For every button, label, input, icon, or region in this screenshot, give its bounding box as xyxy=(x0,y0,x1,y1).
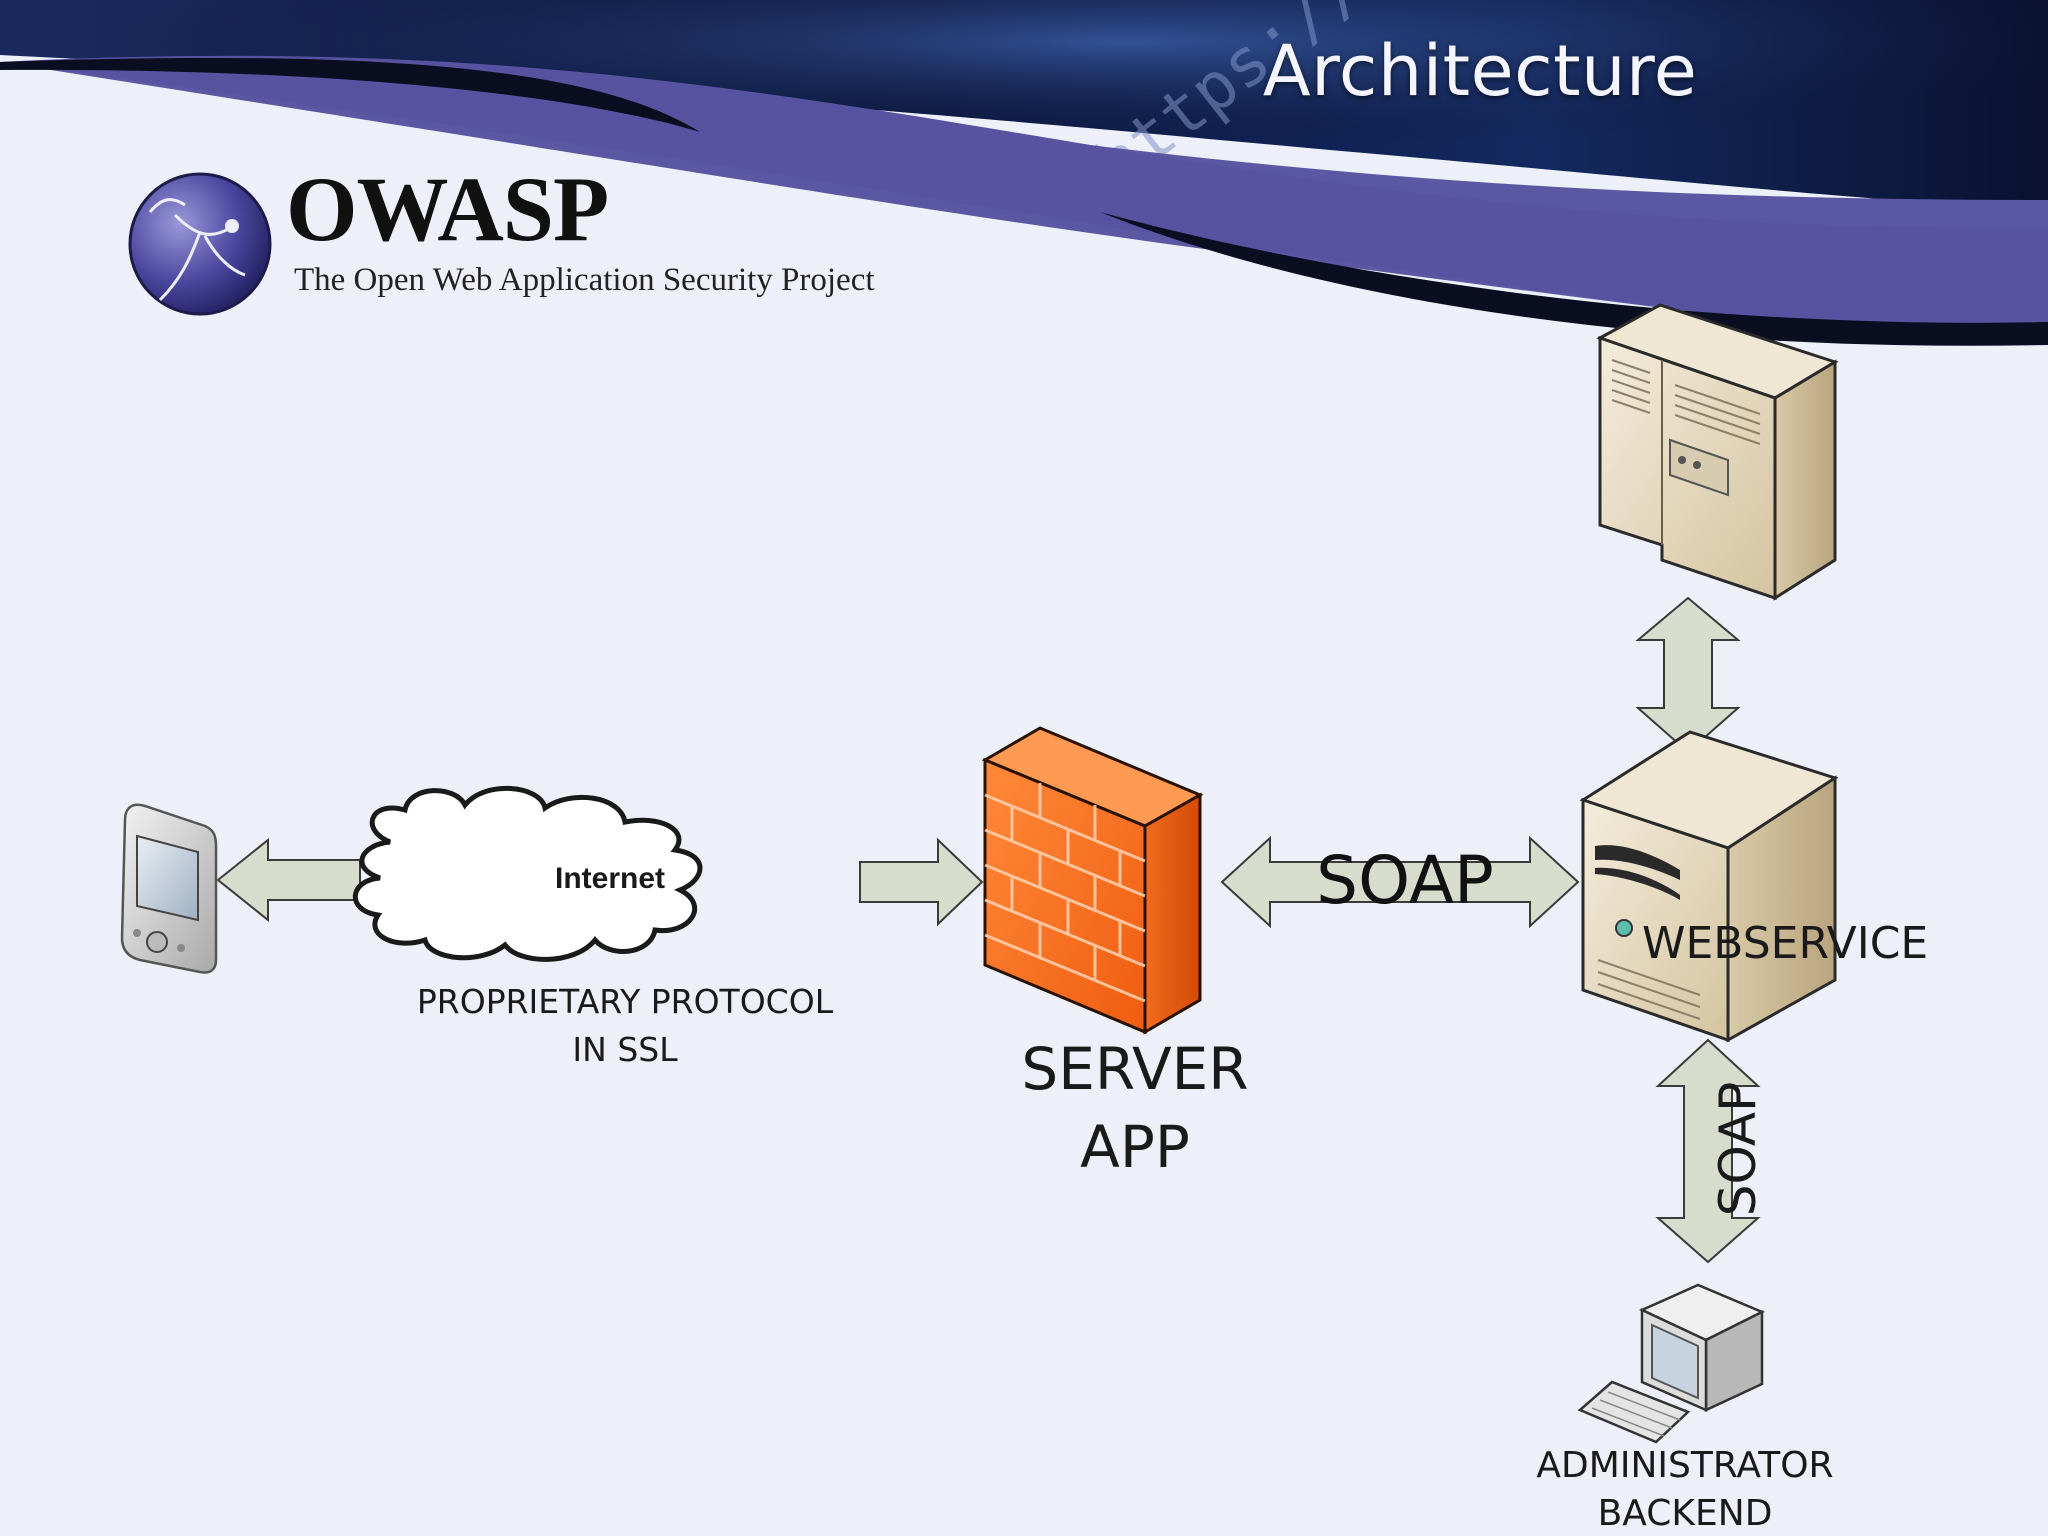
desktop-computer-icon xyxy=(1577,1283,1765,1444)
database-server-icon xyxy=(1596,303,1839,601)
server-app-label-line2: APP xyxy=(1080,1113,1190,1181)
pda-device-icon xyxy=(120,803,218,974)
owasp-tagline: The Open Web Application Security Projec… xyxy=(294,262,875,298)
connection-webservice-database xyxy=(1635,596,1741,754)
cloud-icon xyxy=(352,785,703,962)
soap-label-webservice-admin: SOAP xyxy=(1709,1081,1767,1217)
webservice-label: WEBSERVICE xyxy=(1642,918,1929,969)
owasp-logo-icon xyxy=(128,172,272,316)
slide-title: Architecture xyxy=(1262,30,1698,112)
admin-backend-label-line2: BACKEND xyxy=(1597,1493,1773,1534)
connection-device-internet xyxy=(216,837,361,923)
server-tower-icon xyxy=(1579,730,1839,1043)
server-app-label-line1: SERVER xyxy=(1021,1035,1249,1103)
soap-label-server-webservice: SOAP xyxy=(1316,842,1494,919)
connection-server-webservice xyxy=(1220,835,1580,929)
protocol-note-line2: IN SSL xyxy=(572,1030,678,1069)
firewall-icon xyxy=(981,726,1204,1035)
admin-backend-label-line1: ADMINISTRATOR xyxy=(1536,1445,1834,1486)
owasp-wordmark: OWASP xyxy=(286,158,609,260)
protocol-note-line1: PROPRIETARY PROTOCOL xyxy=(416,982,834,1021)
internet-label: Internet xyxy=(554,862,665,895)
protocol-note: PROPRIETARY PROTOCOL IN SSL xyxy=(370,978,880,1074)
connection-internet-server xyxy=(859,837,984,927)
admin-backend-label: ADMINISTRATOR BACKEND xyxy=(1500,1442,1870,1536)
server-app-label: SERVER APP xyxy=(990,1030,1280,1186)
connection-webservice-admin xyxy=(1655,1038,1761,1264)
